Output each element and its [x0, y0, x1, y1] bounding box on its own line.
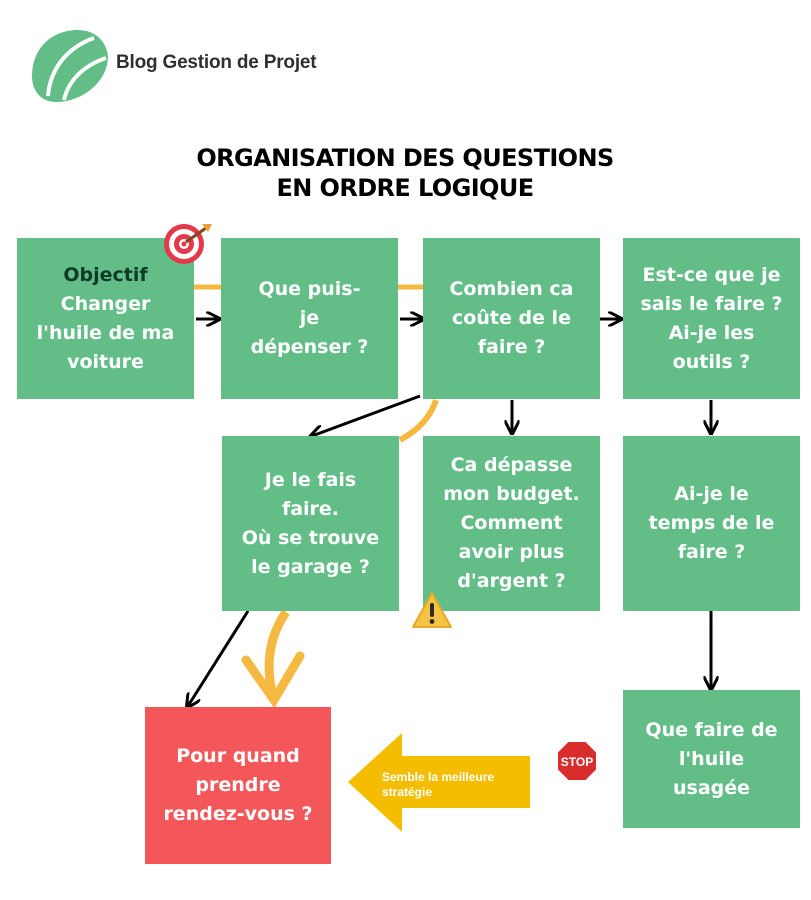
box-text-line: usagée	[672, 776, 751, 799]
box-text-line: Changer	[60, 292, 151, 315]
box-text-line: sais le faire ?	[640, 292, 783, 315]
box-text-line: Est-ce que je	[642, 263, 781, 286]
box-text-line: l'huile	[678, 747, 745, 770]
box-text-line: Que faire de	[645, 718, 778, 741]
title-line: EN ORDRE LOGIQUE	[276, 174, 534, 202]
box-text-line: dépenser ?	[250, 336, 369, 358]
box-text-line: Pour quand	[176, 745, 300, 767]
path-highlight	[398, 398, 439, 443]
brand-name: Blog Gestion de Projet	[116, 52, 317, 73]
box-text-line: outils ?	[672, 350, 751, 373]
hint-line: Semble la meilleure	[382, 770, 495, 784]
box-text-line: mon budget.	[443, 483, 580, 505]
box-text-line: Où se trouve	[241, 526, 380, 549]
box-text-line: faire ?	[477, 336, 546, 358]
page-title: ORGANISATION DES QUESTIONS EN ORDRE LOGI…	[120, 143, 690, 203]
brand-logo-icon	[32, 30, 108, 102]
box-text-line: Combien ca	[449, 278, 574, 300]
title-line: ORGANISATION DES QUESTIONS	[196, 144, 614, 172]
box-text-line: Ai-je les	[668, 321, 755, 344]
time-box: Ai-je le temps de le faire ?	[623, 436, 800, 611]
appointment-box: Pour quand prendre rendez-vous ?	[145, 707, 331, 864]
objective-box: Objectif Changer l'huile de ma voiture	[17, 238, 194, 399]
hint-line: stratégie	[382, 785, 433, 799]
box-text-line: Comment	[460, 512, 563, 534]
box-text-line: Que puis-	[258, 278, 361, 300]
box-text-line: Ca dépasse	[450, 454, 573, 476]
over-budget-box: Ca dépasse mon budget. Comment avoir plu…	[423, 436, 600, 611]
used-oil-box: Que faire de l'huile usagée	[623, 690, 800, 828]
box-text-line: le garage ?	[251, 555, 370, 578]
box-text-line: Ai-je le	[674, 483, 749, 505]
box-text-line: faire.	[281, 497, 340, 520]
skills-box: Est-ce que je sais le faire ? Ai-je les …	[623, 238, 800, 399]
box-text-line: je	[299, 307, 320, 329]
stop-sign-text: STOP	[561, 755, 593, 769]
strategy-arrow	[348, 733, 530, 832]
path-arrowhead	[241, 651, 305, 709]
box-text-line: prendre	[195, 774, 281, 796]
objective-label: Objectif	[63, 263, 148, 286]
box-text-line: d'argent ?	[457, 570, 566, 592]
arrow	[188, 610, 250, 706]
box-text-line: avoir plus	[458, 541, 565, 563]
arrow	[312, 394, 421, 436]
budget-box: Que puis- je dépenser ?	[221, 238, 398, 399]
cost-box: Combien ca coûte de le faire ?	[423, 238, 600, 399]
garage-box: Je le fais faire. Où se trouve le garage…	[222, 436, 399, 611]
box-text-line: l'huile de ma	[36, 321, 175, 344]
strategy-hint: Semble la meilleure stratégie	[382, 770, 522, 800]
box-text-line: Je le fais	[264, 468, 357, 491]
box-text-line: faire ?	[677, 541, 746, 563]
box-text-line: temps de le	[648, 512, 775, 534]
target-icon	[164, 224, 212, 264]
box-text-line: coûte de le	[452, 307, 571, 329]
box-text-line: rendez-vous ?	[163, 803, 313, 825]
box-text-line: voiture	[67, 350, 144, 373]
warning-icon	[412, 592, 452, 628]
stop-sign-icon: STOP	[556, 740, 598, 782]
